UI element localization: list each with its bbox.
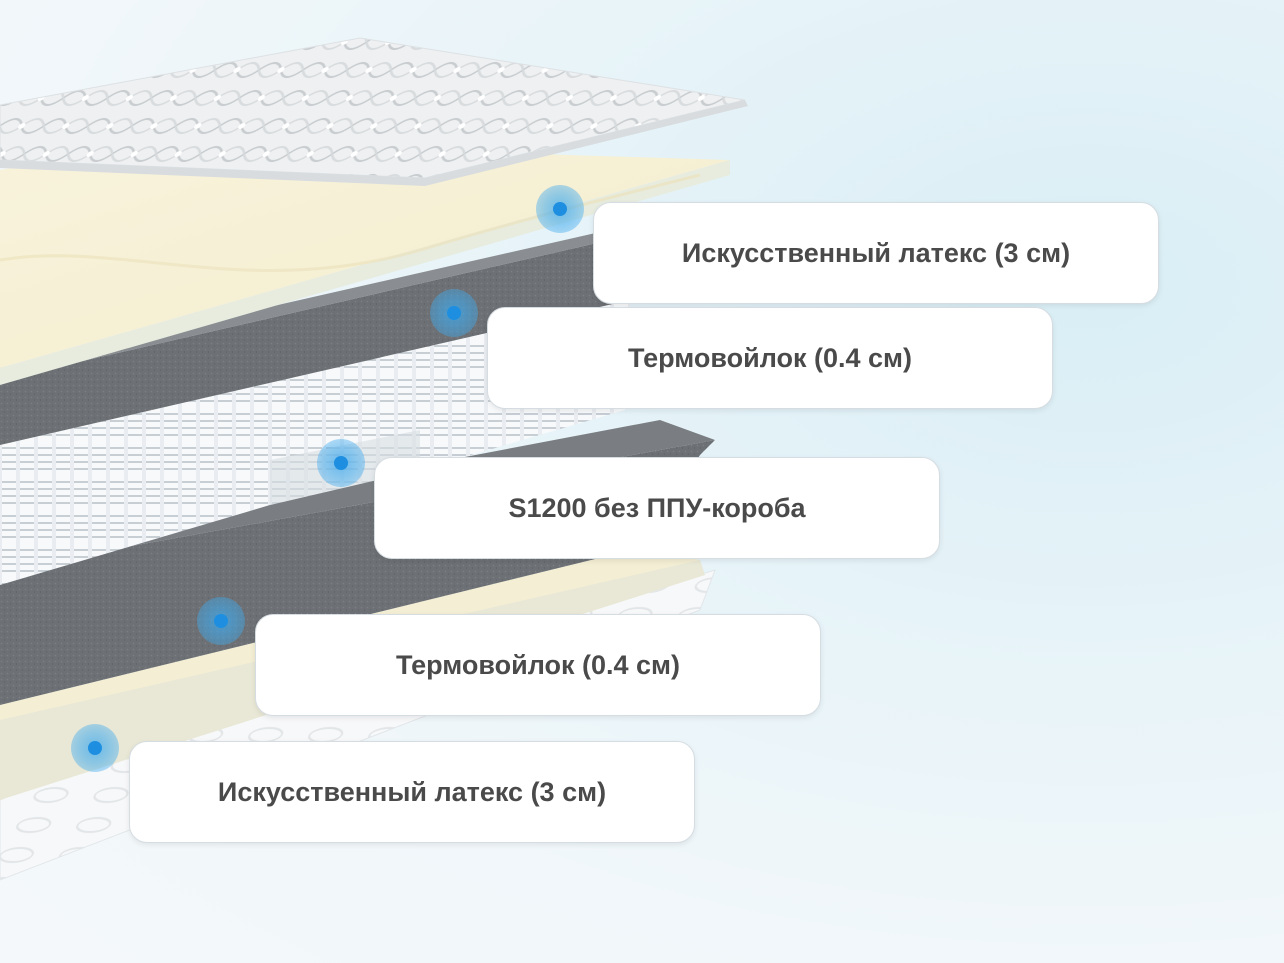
- layer-marker-icon[interactable]: [197, 597, 245, 645]
- layer-marker-icon[interactable]: [71, 724, 119, 772]
- callout-bottom-felt: Термовойлок (0.4 см): [255, 614, 821, 716]
- callout-spring-block: S1200 без ППУ-короба: [374, 457, 940, 559]
- layer-marker-icon[interactable]: [536, 185, 584, 233]
- callout-top-felt: Термовойлок (0.4 см): [487, 307, 1053, 409]
- callout-label: Искусственный латекс (3 см): [218, 777, 606, 808]
- layer-marker-icon[interactable]: [317, 439, 365, 487]
- callout-label: Искусственный латекс (3 см): [682, 238, 1070, 269]
- callout-label: S1200 без ППУ-короба: [508, 493, 805, 524]
- callout-top-latex: Искусственный латекс (3 см): [593, 202, 1159, 304]
- callout-bottom-latex: Искусственный латекс (3 см): [129, 741, 695, 843]
- callout-label: Термовойлок (0.4 см): [396, 650, 680, 681]
- layer-marker-icon[interactable]: [430, 289, 478, 337]
- callout-label: Термовойлок (0.4 см): [628, 343, 912, 374]
